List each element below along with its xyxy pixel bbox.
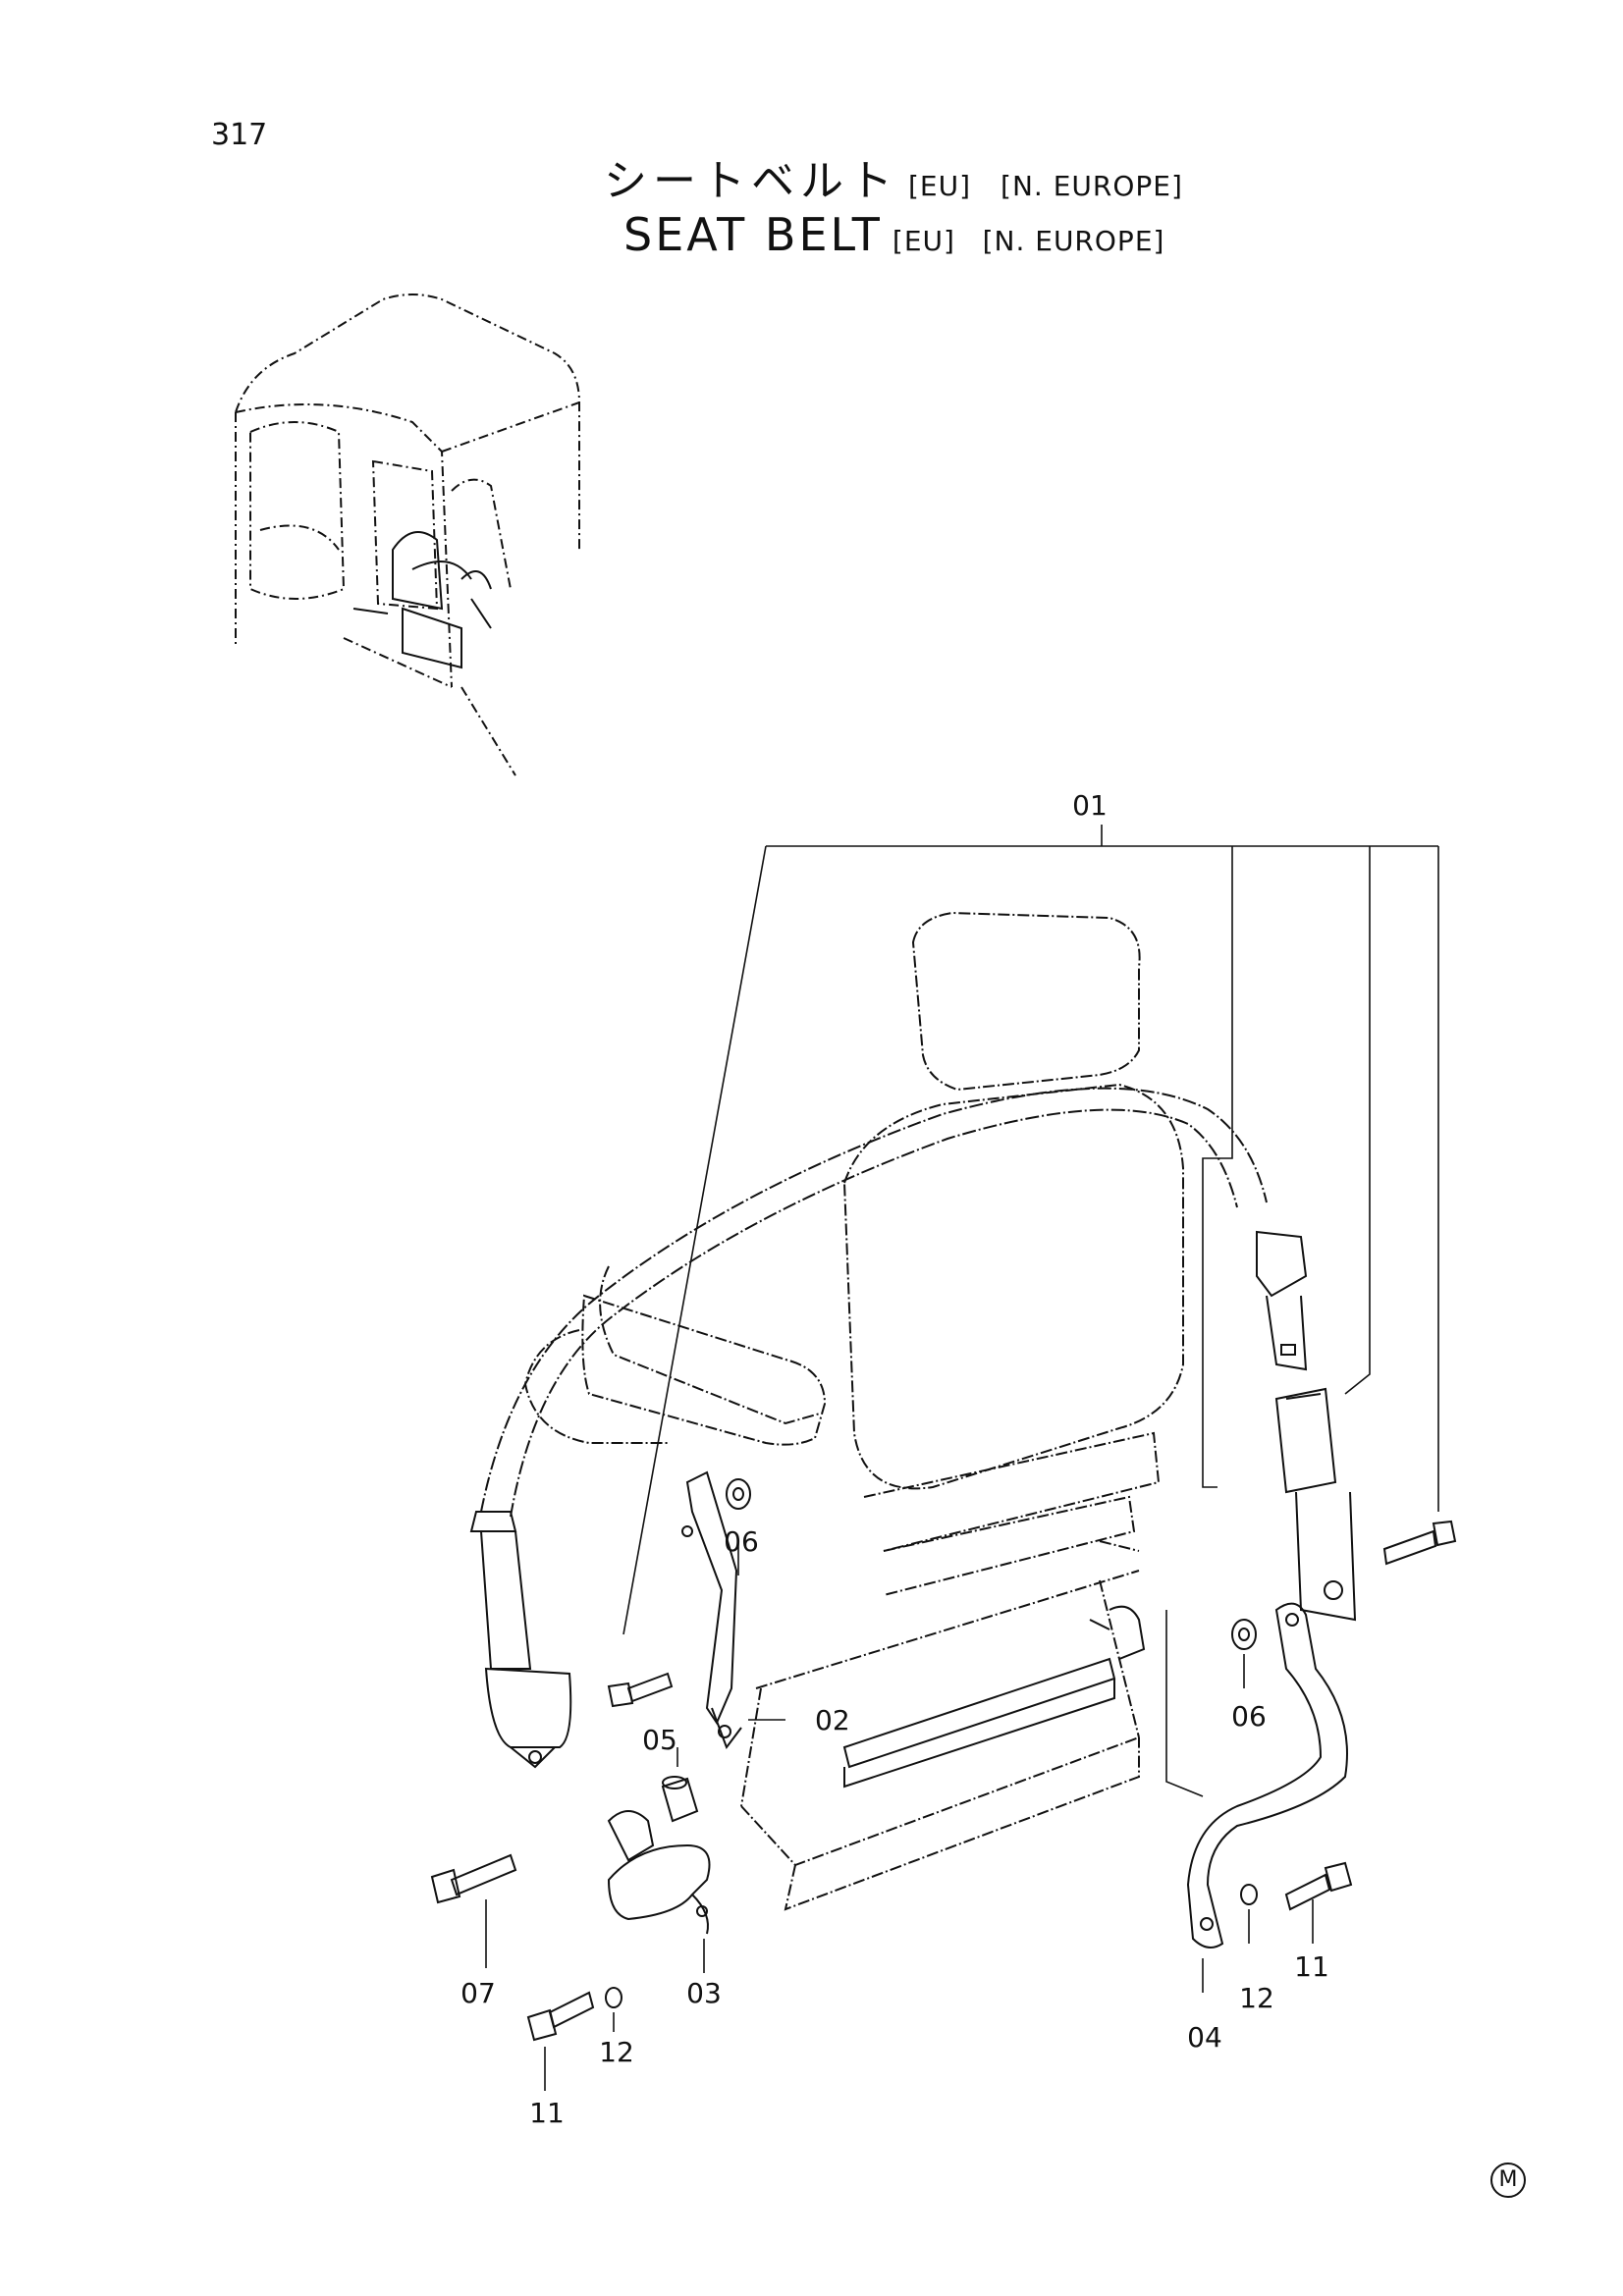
washer-12-left [605, 1987, 622, 2008]
strap-part-03 [607, 1810, 711, 1935]
bolt-part-07 [430, 1853, 517, 1904]
label-part-07: 07 [460, 1977, 496, 2009]
title-english-text: SEAT BELT [623, 208, 883, 261]
label-part-06-left: 06 [724, 1525, 759, 1558]
title-japanese: シートベルト [EU] [N. EUROPE] [604, 145, 1183, 208]
callout-labels: 01 02 03 04 05 06 06 07 11 11 12 12 [460, 789, 1329, 2129]
page-number: 317 [211, 118, 268, 152]
belt-tongue-plate [1256, 1230, 1308, 1371]
label-part-11-right: 11 [1294, 1950, 1329, 1983]
collar-part-05 [661, 1776, 699, 1823]
operator-seat [523, 911, 1184, 1911]
seat-mounting-rails [842, 1605, 1146, 1789]
bracket-part-02 [681, 1470, 742, 1750]
anchor-strap-part-04 [1186, 1602, 1348, 1949]
label-part-03: 03 [686, 1977, 722, 2009]
title-tag-eu-2: [EU] [892, 225, 955, 257]
shoulder-belt-webbing [480, 1087, 1268, 1518]
callout-leader-lines [485, 1541, 1314, 2091]
washer-06-right [1231, 1619, 1257, 1650]
label-part-12-right: 12 [1239, 1982, 1274, 2014]
label-part-11-left: 11 [529, 2097, 565, 2129]
belt-lower-left-assembly [469, 1511, 572, 1769]
bolt-mid-left [607, 1672, 674, 1708]
title-tag-eu: [EU] [908, 170, 972, 202]
label-part-01: 01 [1072, 789, 1108, 822]
title-tag-region: [N. EUROPE] [1001, 170, 1183, 202]
washer-12-right [1240, 1884, 1258, 1905]
label-part-06-right: 06 [1231, 1700, 1267, 1733]
corner-m-mark: M [1490, 2163, 1526, 2198]
bolt-lower-right [1284, 1861, 1353, 1911]
label-part-05: 05 [642, 1724, 677, 1756]
belt-buckle-receiver [1274, 1387, 1357, 1622]
washer-06-left [726, 1478, 751, 1510]
title-tag-region-2: [N. EUROPE] [982, 225, 1165, 257]
label-part-02: 02 [815, 1704, 850, 1736]
title-english: SEAT BELT [EU] [N. EUROPE] [623, 208, 1164, 261]
title-japanese-text: シートベルト [604, 156, 898, 206]
bolt-upper-right [1382, 1520, 1457, 1566]
callout-01-leaders [622, 825, 1439, 1635]
cab-seat-detail [352, 531, 492, 669]
label-part-04: 04 [1187, 2021, 1222, 2054]
label-part-12-left: 12 [599, 2036, 634, 2068]
bolt-lower-left [526, 1991, 595, 2042]
